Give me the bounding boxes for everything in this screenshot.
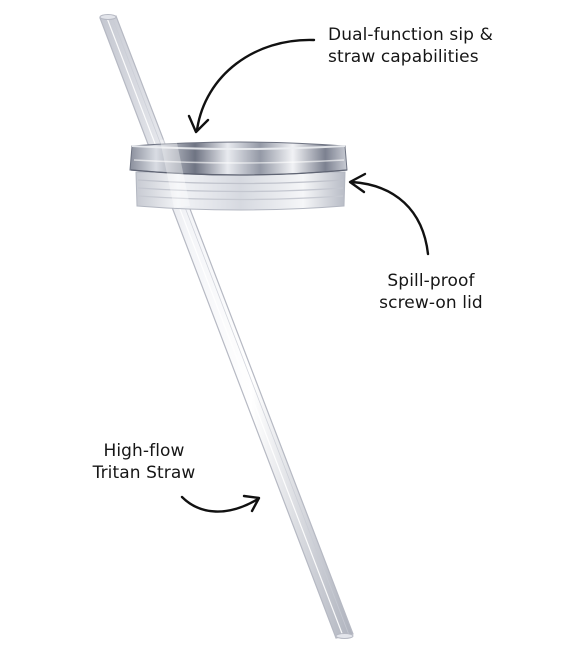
arrow-lid bbox=[348, 172, 430, 256]
callout-lid-line1: Spill-proof bbox=[387, 271, 475, 291]
callout-straw-line2: Tritan Straw bbox=[92, 463, 196, 483]
screw-on-lid bbox=[129, 138, 348, 211]
tritan-straw bbox=[99, 14, 354, 639]
callout-straw-line1: High-flow bbox=[103, 441, 185, 461]
arrow-sip-straw bbox=[187, 38, 316, 134]
callout-lid: Spill-proof screw-on lid bbox=[356, 270, 506, 314]
arrow-straw bbox=[180, 494, 261, 513]
callout-straw: High-flow Tritan Straw bbox=[74, 440, 214, 484]
callout-sip-straw: Dual-function sip & straw capabilities bbox=[328, 24, 493, 68]
callout-lid-line2: screw-on lid bbox=[379, 293, 483, 313]
callout-sip-straw-line2: straw capabilities bbox=[328, 47, 479, 67]
callout-sip-straw-line1: Dual-function sip & bbox=[328, 25, 493, 45]
